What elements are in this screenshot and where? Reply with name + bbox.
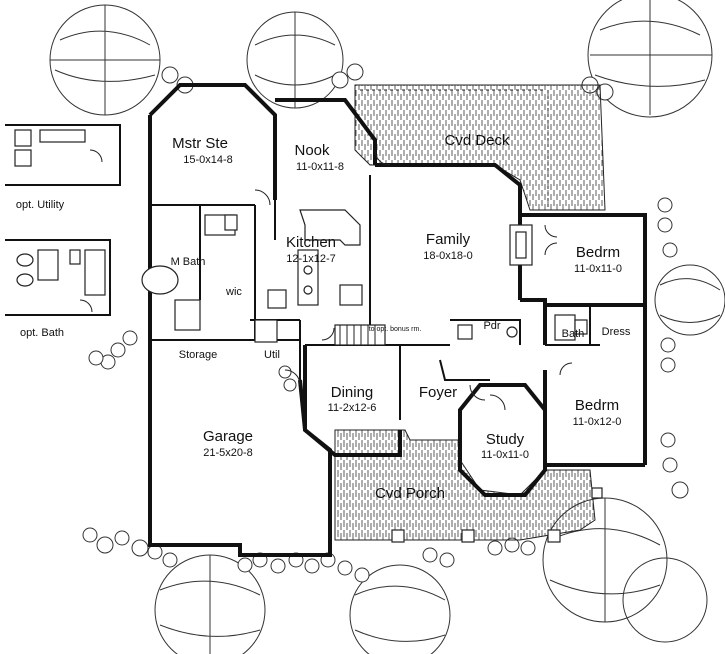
porch-post-2 (461, 529, 475, 543)
inset-opt-bath (5, 239, 111, 316)
stair-note-text: to opt. bonus rm. (369, 326, 422, 333)
room-dims-garage: 21-5x20-8 (203, 447, 253, 459)
covered-deck-area (354, 84, 606, 211)
room-dims-dining: 11-2x12-6 (328, 402, 377, 414)
inset-label-opt-bath: opt. Bath (20, 327, 64, 339)
room-dims-bedrm-1: 11-0x11-0 (574, 263, 622, 275)
bath-fixtures (141, 214, 588, 341)
room-label-cvd-deck: Cvd Deck (444, 132, 510, 149)
tree-bottom-left (154, 554, 266, 654)
room-dims-kitchen: 12-1x12-7 (286, 253, 336, 265)
room-dims-mstr-ste: 15-0x14-8 (183, 154, 233, 166)
tree-bottom-center (349, 564, 451, 654)
tree-right-mid (654, 264, 725, 336)
tree-top-center (246, 11, 344, 109)
room-dims-nook: 11-0x11-8 (296, 161, 344, 173)
room-label-dining: Dining (331, 384, 374, 401)
tree-bottom-right (542, 497, 668, 623)
master-tub (141, 265, 179, 295)
stair-note-bonus-rm: to opt. bonus rm. (369, 326, 422, 333)
inset-opt-utility (5, 124, 121, 186)
landscaping (49, 0, 725, 654)
tree-top-right (587, 0, 713, 118)
room-label-util: Util (264, 349, 280, 361)
room-label-kitchen: Kitchen (286, 234, 336, 251)
tree-bottom-far-right (622, 557, 708, 643)
room-label-foyer: Foyer (419, 384, 457, 401)
room-label-family: Family (426, 231, 471, 248)
kitchen-fixtures (267, 209, 363, 309)
room-label-bedrm-2: Bedrm (575, 397, 619, 414)
porch-post-1 (391, 529, 405, 543)
exterior-walls (148, 83, 647, 557)
room-label-storage: Storage (179, 349, 218, 361)
porch-post-3 (547, 529, 561, 543)
tree-top-left (49, 4, 161, 116)
room-dims-family: 18-0x18-0 (423, 250, 473, 262)
room-label-bedrm-1: Bedrm (576, 244, 620, 261)
kitchen-island (297, 249, 319, 306)
room-label-wic: wic (225, 286, 242, 298)
door-swings (254, 149, 573, 411)
fireplace-firebox (515, 231, 527, 259)
room-label-cvd-porch: Cvd Porch (375, 485, 445, 502)
room-label-garage: Garage (203, 428, 253, 445)
room-dims-bedrm-2: 11-0x12-0 (573, 416, 622, 428)
room-label-nook: Nook (294, 142, 330, 159)
room-dims-study: 11-0x11-0 (481, 449, 529, 461)
room-label-pdr: Pdr (483, 320, 500, 332)
shrubs (82, 63, 689, 583)
room-label-dress: Dress (602, 326, 631, 338)
stairs (254, 319, 386, 346)
room-label-m-bath: M Bath (171, 256, 206, 268)
porch-post-4 (591, 487, 603, 499)
room-label-study: Study (486, 431, 525, 448)
room-label-mstr-ste: Mstr Ste (172, 135, 228, 152)
room-label-bath: Bath (562, 328, 585, 340)
inset-label-opt-utility: opt. Utility (16, 199, 65, 211)
covered-porch-area (334, 429, 596, 541)
